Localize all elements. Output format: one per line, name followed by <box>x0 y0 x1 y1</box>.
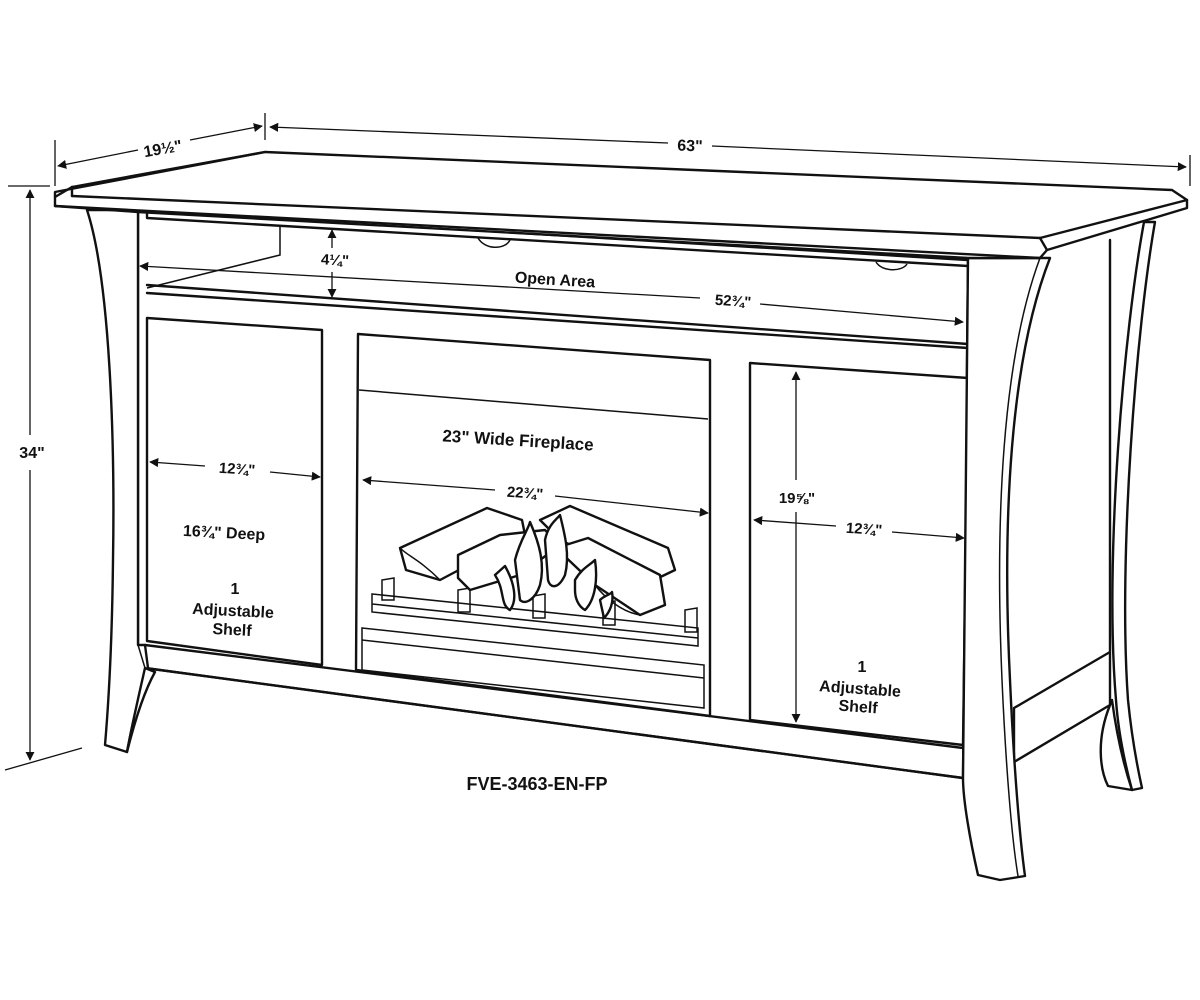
open-area-height-dimension: 4¼" <box>321 251 350 269</box>
left-cabinet <box>145 316 324 667</box>
left-shelf-line-1: 1 <box>231 581 240 598</box>
right-side-panel <box>1012 238 1134 792</box>
table-top <box>53 150 1189 260</box>
open-area-width-dimension: 52¾" <box>714 292 751 311</box>
right-shelf-line-2: Adjustable <box>819 678 902 701</box>
front-left-leg <box>85 208 157 754</box>
depth-label: 16¾" Deep <box>182 523 265 544</box>
width-dimension: 63" <box>677 138 703 156</box>
open-area-label: Open Area <box>514 270 595 292</box>
left-cabinet-width-dimension: 12¾" <box>218 460 255 479</box>
model-number: FVE-3463-EN-FP <box>466 774 607 794</box>
right-cabinet-width-dimension: 12¾" <box>845 520 882 539</box>
rear-right-leg <box>1111 220 1157 792</box>
fireplace-width-dimension: 22¾" <box>506 484 543 503</box>
fireplace-insert <box>354 332 712 718</box>
right-cabinet-height-dimension: 19⅝" <box>779 490 815 507</box>
height-dimension: 34" <box>19 445 44 462</box>
left-shelf-line-2: Adjustable <box>192 601 275 622</box>
front-right-leg <box>961 256 1052 882</box>
left-shelf-line-3: Shelf <box>212 621 253 640</box>
right-shelf-line-1: 1 <box>858 659 867 676</box>
right-shelf-line-3: Shelf <box>838 698 879 718</box>
dimension-lines <box>4 113 1191 771</box>
depth-dimension: 19½" <box>142 138 183 161</box>
